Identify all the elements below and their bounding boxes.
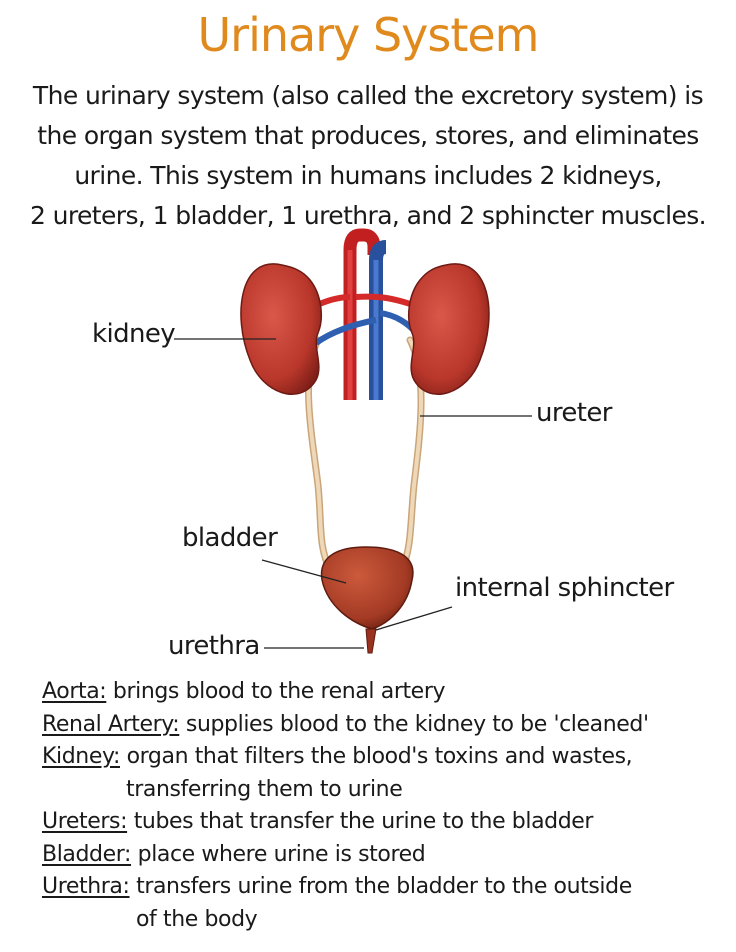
definition-term: Bladder: — [42, 841, 132, 867]
definition-bladder: Bladder: place where urine is stored — [42, 839, 722, 872]
definition-text: tubes that transfer the urine to the bla… — [133, 809, 594, 834]
definition-text: organ that filters the blood's toxins an… — [126, 744, 633, 769]
definition-term: Renal Artery: — [42, 711, 180, 737]
definition-renal-artery: Renal Artery: supplies blood to the kidn… — [42, 709, 722, 742]
right-renal-artery — [355, 293, 415, 308]
ureter-label: ureter — [536, 398, 612, 428]
urinary-illustration — [174, 228, 532, 654]
definition-term: Aorta: — [42, 679, 107, 704]
internal-sphincter-label: internal sphincter — [455, 573, 674, 603]
intro-paragraph: The urinary system (also called the excr… — [18, 76, 718, 236]
definition-text: place where urine is stored — [137, 841, 426, 867]
definition-term: Urethra: — [42, 874, 130, 899]
definition-kidney: Kidney: organ that filters the blood's t… — [42, 741, 722, 774]
definition-text: brings blood to the renal artery — [112, 679, 446, 704]
urethra — [365, 628, 377, 654]
left-kidney — [240, 263, 323, 395]
definition-ureters: Ureters: tubes that transfer the urine t… — [42, 806, 722, 839]
definition-text: supplies blood to the kidney to be 'clea… — [185, 711, 649, 737]
intro-line: the organ system that produces, stores, … — [37, 121, 699, 150]
right-kidney — [407, 263, 490, 395]
definition-term: Ureters: — [42, 809, 128, 834]
intro-line: The urinary system (also called the excr… — [32, 81, 704, 110]
left-renal-vein — [314, 317, 377, 346]
bladder — [320, 546, 414, 630]
urinary-diagram: kidney ureter bladder internal sphincter… — [0, 225, 736, 665]
definition-term: Kidney: — [42, 744, 121, 769]
urethra-label: urethra — [168, 631, 260, 661]
vena-cava — [369, 240, 387, 400]
aorta — [343, 228, 381, 400]
kidney-label: kidney — [92, 319, 176, 349]
bladder-leader-line — [261, 559, 347, 584]
definition-urethra-continuation: of the body — [136, 906, 258, 932]
definition-aorta: Aorta: brings blood to the renal artery — [42, 676, 722, 709]
intro-line: 2 ureters, 1 bladder, 1 urethra, and 2 s… — [30, 201, 707, 230]
definitions-list: Aorta: brings blood to the renal artery … — [42, 676, 722, 936]
sphincter-leader-line — [375, 606, 453, 631]
definition-text: transfers urine from the bladder to the … — [136, 874, 632, 899]
intro-line: urine. This system in humans includes 2 … — [74, 161, 662, 190]
definition-urethra: Urethra: transfers urine from the bladde… — [42, 871, 722, 904]
page-title: Urinary System — [197, 8, 540, 62]
definition-kidney-continuation: transferring them to urine — [126, 776, 403, 802]
bladder-label: bladder — [182, 523, 278, 553]
